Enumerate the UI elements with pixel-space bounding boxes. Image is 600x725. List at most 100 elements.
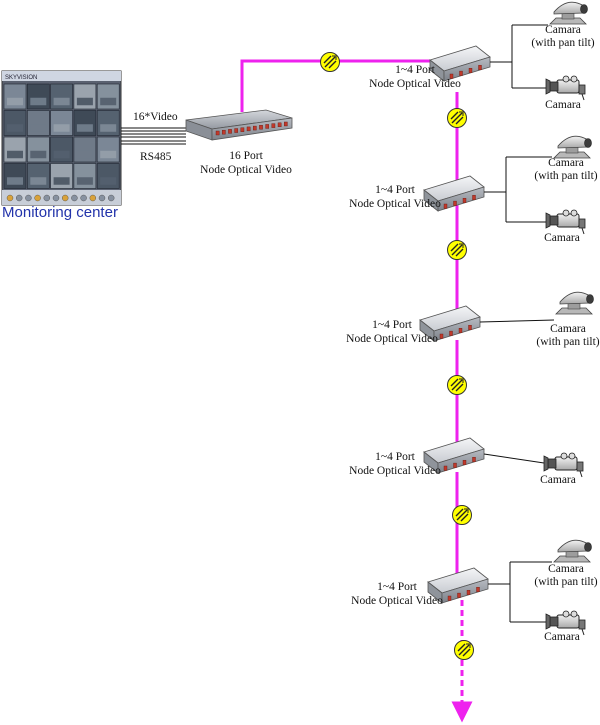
ptz-camera-icon bbox=[553, 135, 592, 159]
fiber-port bbox=[447, 595, 452, 601]
fiber-port bbox=[472, 195, 476, 201]
camera-feed-thumbnail bbox=[26, 110, 50, 136]
node-model-label: Node Optical Video bbox=[346, 333, 438, 345]
optical-node-icon bbox=[423, 175, 485, 212]
camera-sublabel: (with pan tilt) bbox=[536, 336, 599, 348]
fiber-port bbox=[252, 125, 257, 131]
camera-label: Camara bbox=[548, 563, 584, 575]
fiber-port bbox=[466, 590, 471, 595]
camera-device: Camara(with pan tilt) bbox=[534, 539, 598, 588]
rs485-label: RS485 bbox=[140, 151, 172, 163]
camera-sublabel: (with pan tilt) bbox=[534, 170, 597, 182]
monitoring-center-label: Monitoring center bbox=[2, 204, 118, 221]
fiber-port bbox=[240, 127, 245, 132]
monitor-control-button bbox=[107, 194, 115, 202]
camera-label: Camara bbox=[544, 631, 580, 643]
fiber-port bbox=[468, 325, 472, 330]
node-model-label: Node Optical Video bbox=[369, 78, 461, 90]
node-port-label: 1~4 Port bbox=[375, 184, 416, 196]
ptz-camera-icon bbox=[555, 291, 594, 315]
monitor-control-button bbox=[43, 194, 50, 202]
fiber-port bbox=[215, 130, 220, 136]
head-end-model-label: Node Optical Video bbox=[200, 164, 292, 176]
monitor-control-button bbox=[89, 194, 97, 202]
fiber-port bbox=[221, 129, 226, 135]
camera-feed-thumbnail bbox=[26, 163, 50, 189]
camera-feed-thumbnail bbox=[73, 83, 97, 110]
node-model-label: Node Optical Video bbox=[349, 465, 441, 477]
fiber-link-head bbox=[240, 59, 432, 112]
video-camera-icon bbox=[545, 610, 586, 636]
fiber-port bbox=[277, 122, 282, 128]
node-port-label: 1~4 Port bbox=[395, 64, 436, 76]
fiber-port bbox=[265, 124, 270, 129]
monitoring-center: SKYVISION Monitoring center bbox=[1, 70, 122, 221]
app-title: SKYVISION bbox=[5, 75, 37, 81]
video-camera-icon bbox=[545, 75, 586, 101]
camera-feed-thumbnail bbox=[3, 83, 27, 110]
camera-feed-thumbnail bbox=[3, 136, 27, 163]
camera-feed-thumbnail bbox=[50, 110, 73, 136]
node-model-label: Node Optical Video bbox=[351, 595, 443, 607]
ptz-camera-icon bbox=[549, 1, 588, 25]
video-camera-icon bbox=[545, 209, 586, 235]
fiber-port bbox=[462, 460, 467, 465]
fiber-port bbox=[458, 328, 463, 333]
camera-label: Camara bbox=[544, 232, 580, 244]
coax-wiring bbox=[479, 319, 555, 323]
fiber-port bbox=[449, 330, 453, 336]
camera-feed-thumbnail bbox=[50, 136, 73, 163]
camera-device: Camara bbox=[545, 75, 586, 111]
ptz-camera-icon bbox=[553, 539, 592, 563]
fiber-port bbox=[443, 465, 448, 471]
camera-feed-thumbnail bbox=[50, 163, 73, 189]
monitor-control-button bbox=[61, 194, 69, 202]
fiber-port bbox=[453, 200, 457, 206]
monitor-control-bar bbox=[6, 194, 115, 202]
fiber-port bbox=[234, 128, 239, 133]
optical-node-icon bbox=[423, 437, 485, 474]
monitor-control-button bbox=[52, 194, 60, 202]
fiber-port bbox=[443, 203, 448, 209]
monitor-screen-icon: SKYVISION bbox=[1, 70, 122, 206]
coax-wiring bbox=[488, 561, 552, 623]
optical-connector-icon bbox=[454, 640, 474, 660]
monitor-control-button bbox=[98, 194, 106, 202]
camera-device: Camara bbox=[544, 610, 586, 643]
fiber-port bbox=[478, 65, 482, 71]
optical-node-icon bbox=[427, 567, 489, 604]
optical-node-icon bbox=[419, 305, 481, 342]
coax-wiring bbox=[484, 156, 552, 223]
fiber-port bbox=[468, 67, 473, 73]
node-port-label: 1~4 Port bbox=[377, 581, 418, 593]
fiber-port bbox=[284, 121, 288, 127]
camera-feed-thumbnail bbox=[96, 83, 120, 110]
camera-device: Camara bbox=[540, 452, 584, 486]
camera-feed-thumbnail bbox=[96, 136, 120, 163]
camera-label: Camara bbox=[545, 24, 581, 36]
monitor-control-button bbox=[25, 194, 32, 202]
camera-feed-thumbnail bbox=[50, 83, 73, 110]
monitor-control-button bbox=[80, 194, 87, 202]
optical-connector-icon bbox=[452, 505, 472, 525]
head-end-node-icon bbox=[185, 109, 293, 141]
camera-feed-thumbnail bbox=[3, 163, 27, 189]
optical-connector-icon bbox=[320, 52, 340, 72]
camera-sublabel: (with pan tilt) bbox=[531, 37, 594, 49]
camera-feed-thumbnail bbox=[26, 136, 50, 163]
camera-label: Camara bbox=[550, 323, 586, 335]
monitor-control-button bbox=[6, 194, 14, 202]
fiber-port bbox=[453, 462, 457, 468]
video-label: 16*Video bbox=[133, 111, 178, 123]
camera-feed-thumbnail bbox=[96, 163, 120, 189]
camera-feed-thumbnail bbox=[96, 110, 120, 136]
camera-device: Camara(with pan tilt) bbox=[531, 1, 595, 49]
fiber-port bbox=[457, 592, 461, 598]
node-port-label: 1~4 Port bbox=[372, 319, 413, 331]
camera-feed-thumbnail bbox=[73, 136, 97, 163]
monitor-control-button bbox=[16, 194, 23, 202]
camera-device: Camara bbox=[544, 209, 586, 244]
